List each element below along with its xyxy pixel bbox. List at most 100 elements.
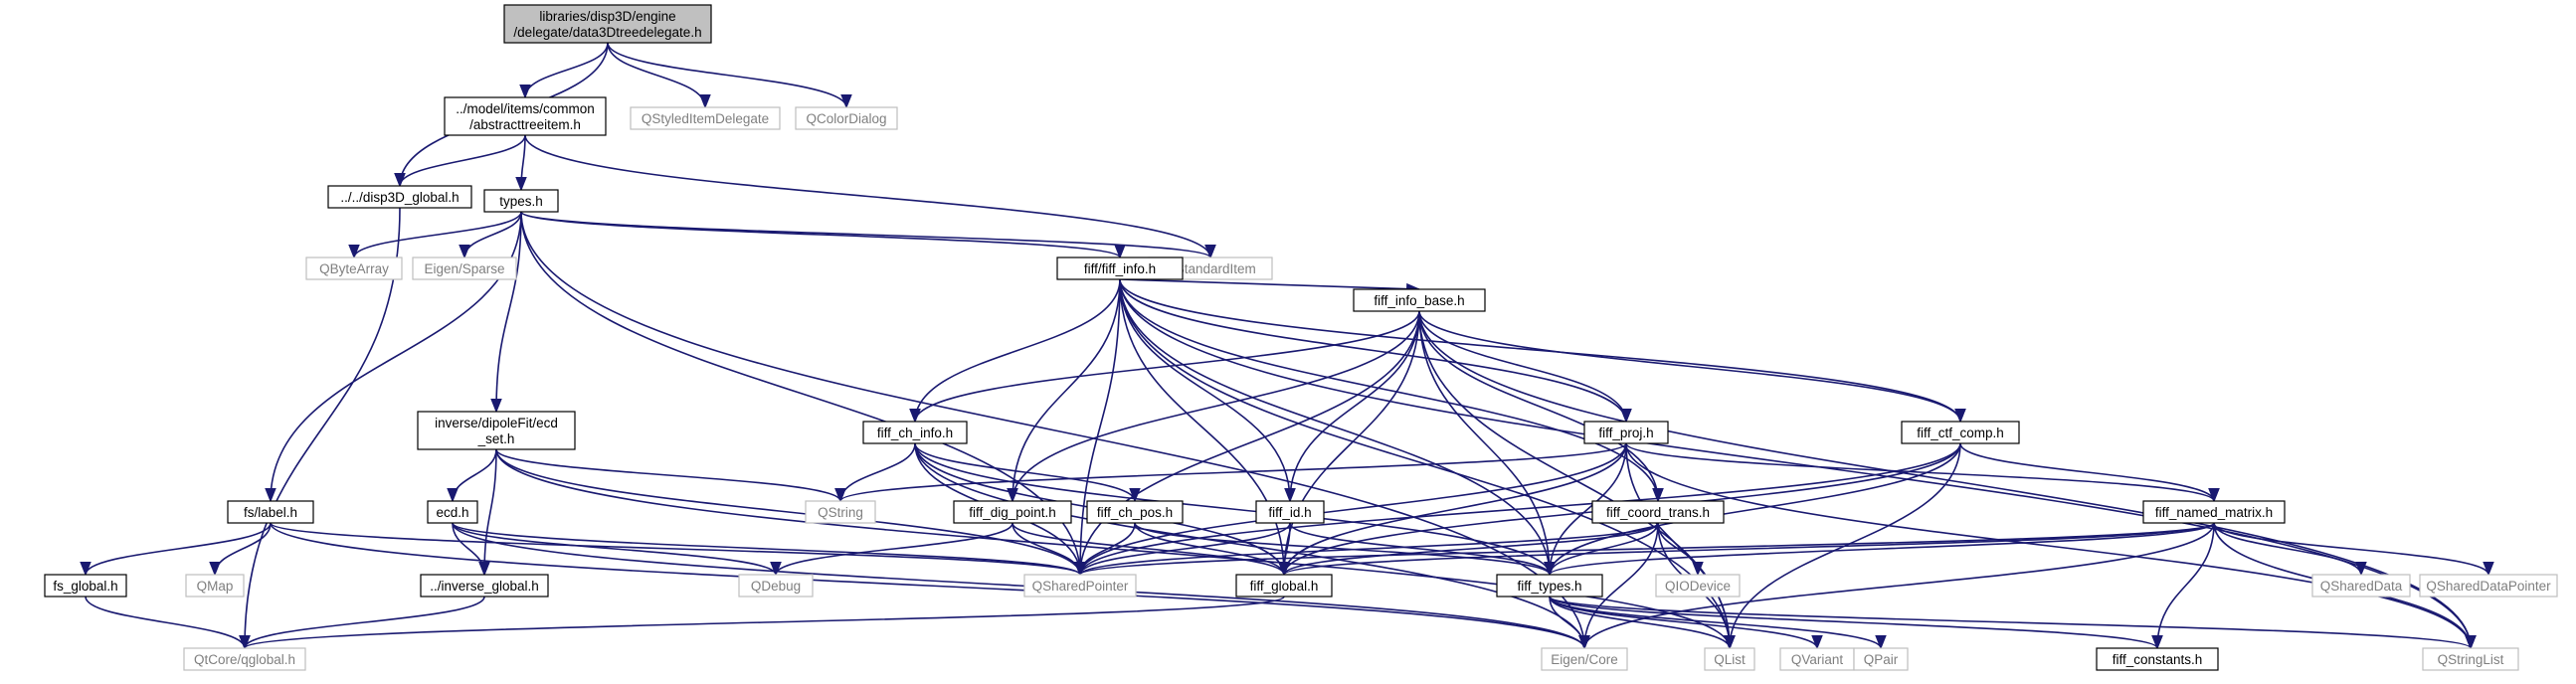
node-label: fiff_dig_point.h bbox=[969, 505, 1056, 520]
edge-fiff_info-to-fiff_proj bbox=[1119, 278, 1632, 424]
edge-types-to-qstandarditem bbox=[520, 211, 1216, 259]
node-box bbox=[1704, 647, 1755, 671]
edge-types-to-fs_label bbox=[265, 211, 522, 503]
node-box bbox=[183, 647, 306, 671]
edge-fiff_ch_pos-to-fiff_types bbox=[1134, 522, 1556, 577]
node-fiff-proj[interactable]: fiff_proj.h bbox=[1583, 421, 1669, 444]
edge-fiff_global-to-qtcore_qglobal bbox=[239, 596, 1285, 650]
edge-fiff_dig_point-to-fiff_global bbox=[1012, 522, 1290, 577]
edge-fiff_proj-to-fiff_types bbox=[1544, 442, 1627, 577]
edge-fiff_info_base-to-fiff_id bbox=[1284, 310, 1420, 503]
node-box bbox=[1086, 500, 1184, 524]
node-box bbox=[427, 500, 478, 524]
edge-fiff_ch_info-to-eigen_core bbox=[914, 442, 1590, 650]
node-label: fiff_info_base.h bbox=[1374, 293, 1464, 308]
node-types[interactable]: types.h bbox=[483, 189, 559, 213]
edge-fiff_ch_info-to-fiff_ch_pos bbox=[914, 442, 1141, 503]
edge-types-to-eigen_sparse bbox=[459, 211, 522, 259]
node-fiff-coord-trans[interactable]: fiff_coord_trans.h bbox=[1591, 500, 1725, 524]
node-label: fiff_coord_trans.h bbox=[1606, 505, 1710, 520]
node-box bbox=[795, 106, 898, 130]
node-qmap: QMap bbox=[185, 574, 245, 598]
node-layer: libraries/disp3D/engine/delegate/data3Dt… bbox=[44, 4, 2558, 671]
node-fiff-dig-point[interactable]: fiff_dig_point.h bbox=[953, 500, 1072, 524]
node-label: /abstracttreeitem.h bbox=[469, 117, 581, 132]
node-label: Eigen/Sparse bbox=[424, 261, 504, 276]
node-label: fiff_named_matrix.h bbox=[2155, 505, 2273, 520]
node-label: fiff_constants.h bbox=[2113, 652, 2203, 667]
node-box bbox=[1023, 574, 1137, 598]
edge-fs_label-to-eigen_core bbox=[270, 522, 1590, 650]
node-box bbox=[412, 256, 517, 280]
node-abstracttreeitem[interactable]: ../model/items/common/abstracttreeitem.h bbox=[444, 96, 607, 136]
edge-fiff_named_matrix-to-fiff_types bbox=[1544, 522, 2215, 577]
edge-fiff_id-to-fiff_types bbox=[1289, 522, 1556, 577]
node-qlist: QList bbox=[1704, 647, 1755, 671]
node-label: fiff_ch_pos.h bbox=[1097, 505, 1173, 520]
node-fiff-info-base[interactable]: fiff_info_base.h bbox=[1353, 288, 1486, 312]
node-box bbox=[1541, 647, 1628, 671]
node-ecd[interactable]: ecd.h bbox=[427, 500, 478, 524]
edge-abstracttreeitem-to-types bbox=[515, 134, 527, 192]
node-disp3d-global[interactable]: ../../disp3D_global.h bbox=[327, 185, 472, 209]
edge-fiff_ctf_comp-to-fiff_named_matrix bbox=[1959, 442, 2220, 503]
node-label: fiff_proj.h bbox=[1598, 426, 1653, 440]
node-label: /delegate/data3Dtreedelegate.h bbox=[513, 25, 701, 40]
node-fiff-constants[interactable]: fiff_constants.h bbox=[2096, 647, 2219, 671]
node-main[interactable]: libraries/disp3D/engine/delegate/data3Dt… bbox=[503, 4, 712, 44]
node-ecd-set[interactable]: inverse/dipoleFit/ecd_set.h bbox=[417, 411, 576, 450]
node-fiff-info[interactable]: fiff/fiff_info.h bbox=[1056, 256, 1184, 280]
edge-fiff_info-to-fiff_types bbox=[1119, 278, 1556, 577]
node-label: ../../disp3D_global.h bbox=[340, 190, 459, 205]
edge-fiff_types-to-fiff_constants bbox=[1549, 596, 2163, 650]
node-fiff-types[interactable]: fiff_types.h bbox=[1496, 574, 1603, 598]
node-box bbox=[1056, 256, 1184, 280]
node-label: _set.h bbox=[477, 431, 515, 446]
node-qvariant: QVariant bbox=[1779, 647, 1855, 671]
edge-fiff_types-to-qlist bbox=[1549, 596, 1736, 650]
edge-fiff_named_matrix-to-qsharedpointer bbox=[1074, 522, 2215, 577]
node-label: libraries/disp3D/engine bbox=[539, 9, 675, 24]
node-fs-label[interactable]: fs/label.h bbox=[227, 500, 314, 524]
node-box bbox=[2311, 574, 2411, 598]
node-fiff-ctf-comp[interactable]: fiff_ctf_comp.h bbox=[1901, 421, 2020, 444]
node-label: fiff/fiff_info.h bbox=[1084, 261, 1156, 276]
edge-fiff_named_matrix-to-fiff_constants bbox=[2151, 522, 2215, 650]
node-inverse-global[interactable]: ../inverse_global.h bbox=[420, 574, 549, 598]
node-label: fiff_id.h bbox=[1268, 505, 1311, 520]
edge-ecd_set-to-ecd bbox=[447, 448, 497, 503]
edge-fiff_info-to-fiff_info_base bbox=[1119, 278, 1421, 295]
node-box bbox=[1235, 574, 1333, 598]
edge-fiff_types-to-qpair bbox=[1549, 596, 1887, 650]
node-box bbox=[305, 256, 403, 280]
edge-fiff_dig_point-to-qdebug bbox=[770, 522, 1013, 577]
node-fiff-named-matrix[interactable]: fiff_named_matrix.h bbox=[2142, 500, 2286, 524]
edge-fiff_coord_trans-to-qsharedpointer bbox=[1074, 522, 1659, 577]
node-qpair: QPair bbox=[1853, 647, 1909, 671]
node-fiff-ch-info[interactable]: fiff_ch_info.h bbox=[862, 421, 968, 444]
node-label: fiff_global.h bbox=[1250, 579, 1319, 594]
node-fiff-global[interactable]: fiff_global.h bbox=[1235, 574, 1333, 598]
edge-fiff_proj-to-fiff_global bbox=[1278, 442, 1627, 577]
edge-ecd-to-inverse_global bbox=[452, 522, 490, 577]
node-qcolordialog: QColorDialog bbox=[795, 106, 898, 130]
edge-fiff_named_matrix-to-eigen_core bbox=[1578, 522, 2215, 650]
node-label: QStyledItemDelegate bbox=[642, 111, 769, 126]
edge-fiff_ch_info-to-qstring bbox=[834, 442, 916, 503]
node-fiff-id[interactable]: fiff_id.h bbox=[1255, 500, 1325, 524]
node-label: types.h bbox=[499, 194, 543, 209]
node-box bbox=[862, 421, 968, 444]
node-fs-global[interactable]: fs_global.h bbox=[44, 574, 127, 598]
node-label: ../model/items/common bbox=[456, 101, 595, 116]
node-fiff-ch-pos[interactable]: fiff_ch_pos.h bbox=[1086, 500, 1184, 524]
edge-main-to-qcolordialog bbox=[607, 42, 852, 109]
edge-main-to-abstracttreeitem bbox=[519, 42, 609, 99]
edge-fiff_ch_info-to-fiff_types bbox=[914, 442, 1556, 577]
node-box bbox=[1255, 500, 1325, 524]
edge-fiff_coord_trans-to-eigen_core bbox=[1578, 522, 1659, 650]
edge-fiff_info-to-fiff_coord_trans bbox=[1119, 278, 1664, 503]
node-box bbox=[953, 500, 1072, 524]
edge-fiff_info_base-to-qstringlist bbox=[1418, 310, 2477, 650]
edge-fiff_named_matrix-to-fiff_global bbox=[1278, 522, 2215, 577]
